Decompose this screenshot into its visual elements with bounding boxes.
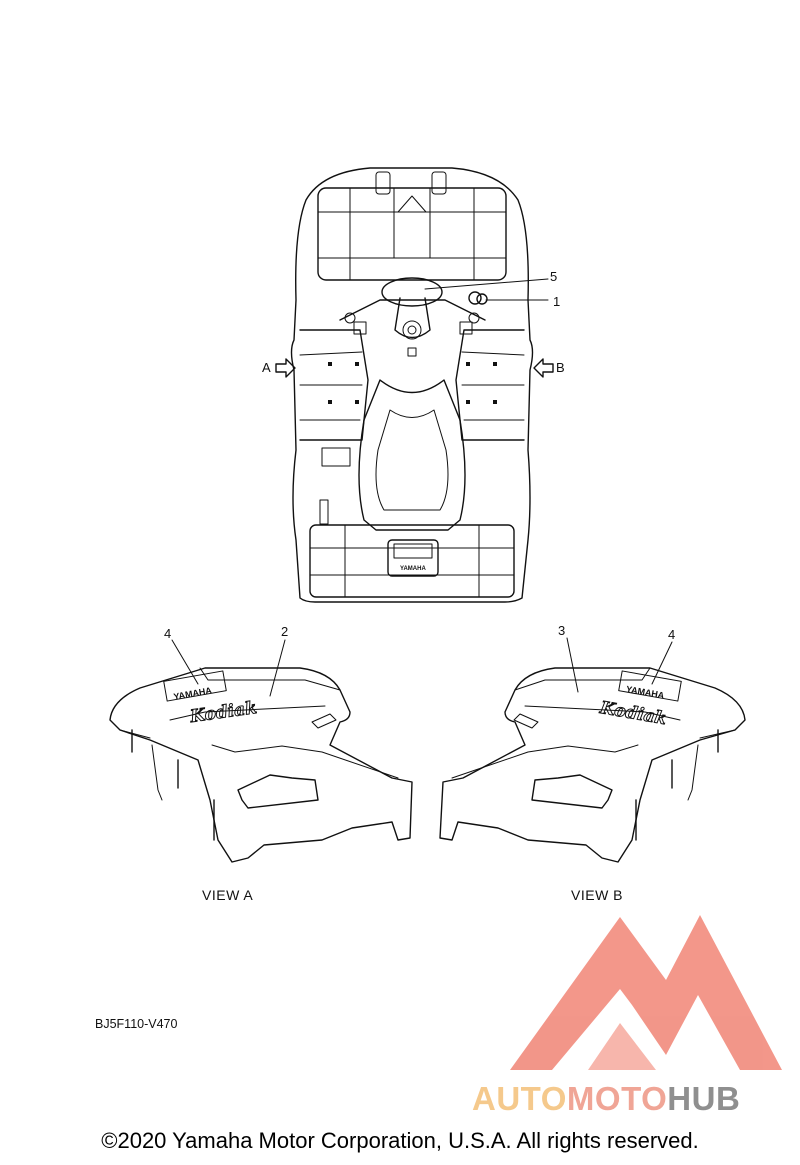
callout-1: 1 [553,294,560,309]
kodiak-decal-right: Kodiak [598,698,668,729]
watermark-auto: AUTO [472,1080,567,1117]
yamaha-decal-left: YAMAHA [173,685,213,702]
automotohub-logo-icon [510,915,782,1070]
view-arrow-b-label: B [556,360,565,375]
callout-3: 3 [558,623,565,638]
drawing-code: BJ5F110-V470 [95,1017,178,1031]
callout-4-left: 4 [164,626,171,641]
automotohub-watermark: AUTOMOTOHUB [472,1082,740,1115]
kodiak-decal-left: Kodiak [188,698,258,727]
view-a-label: VIEW A [202,887,253,903]
callout-4-right: 4 [668,627,675,642]
arrow-right-icon [275,358,296,378]
arrow-left-icon [533,358,554,378]
watermark-moto: MOTO [566,1080,668,1117]
view-arrow-a-label: A [262,360,271,375]
callout-2: 2 [281,624,288,639]
view-a-panel: YAMAHA Kodiak 4 2 VIEW A [109,624,413,903]
atv-top-view: YAMAHA 5 1 A B [262,167,565,603]
callout-5: 5 [550,269,557,284]
view-b-panel: YAMAHA Kodiak 3 4 VIEW B [439,623,746,903]
view-b-label: VIEW B [571,887,623,903]
yamaha-decal-right: YAMAHA [625,684,665,701]
copyright-notice: ©2020 Yamaha Motor Corporation, U.S.A. A… [101,1128,699,1153]
watermark-hub: HUB [667,1080,741,1117]
rear-yamaha-decal: YAMAHA [400,566,426,572]
